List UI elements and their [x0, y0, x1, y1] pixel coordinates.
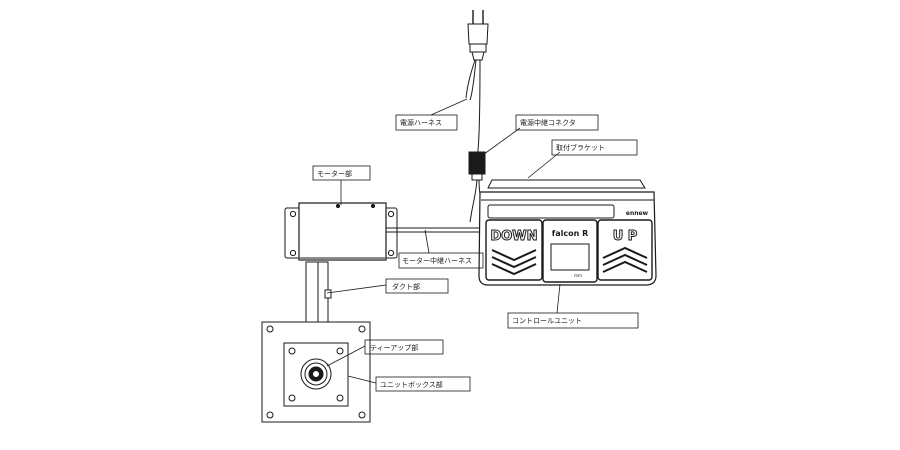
down-label: DOWN: [490, 229, 537, 244]
callout-unit-box: ユニットボックス部: [380, 380, 443, 389]
control-unit: [478, 191, 657, 286]
power-plug: [467, 10, 489, 61]
motor-relay-harness: [386, 227, 484, 233]
callout-power-connector: 電源中継コネクタ: [520, 118, 576, 127]
callout-power-harness: 電源ハーネス: [400, 118, 442, 127]
callout-control-unit: コントロールユニット: [512, 317, 582, 325]
brand-label: ennew: [626, 210, 649, 217]
model-label: falcon R: [552, 229, 589, 238]
up-label: U P: [613, 229, 638, 244]
callout-boxes: [312, 114, 639, 392]
display-caption: mm: [574, 273, 582, 278]
callout-duct-unit: ダクト部: [392, 282, 420, 291]
mount-bracket: [487, 179, 646, 189]
motor-unit: [284, 202, 398, 261]
leader-lines: [326, 98, 561, 384]
callout-motor-harness: モーター中継ハーネス: [402, 256, 472, 265]
unit-box: [261, 321, 371, 423]
callout-tee-up-unit: ティーアップ部: [370, 343, 418, 352]
callout-mount-bracket: 取付ブラケット: [556, 143, 605, 152]
tee-up-unit: [300, 358, 332, 390]
callout-motor-unit: モーター部: [317, 169, 352, 178]
